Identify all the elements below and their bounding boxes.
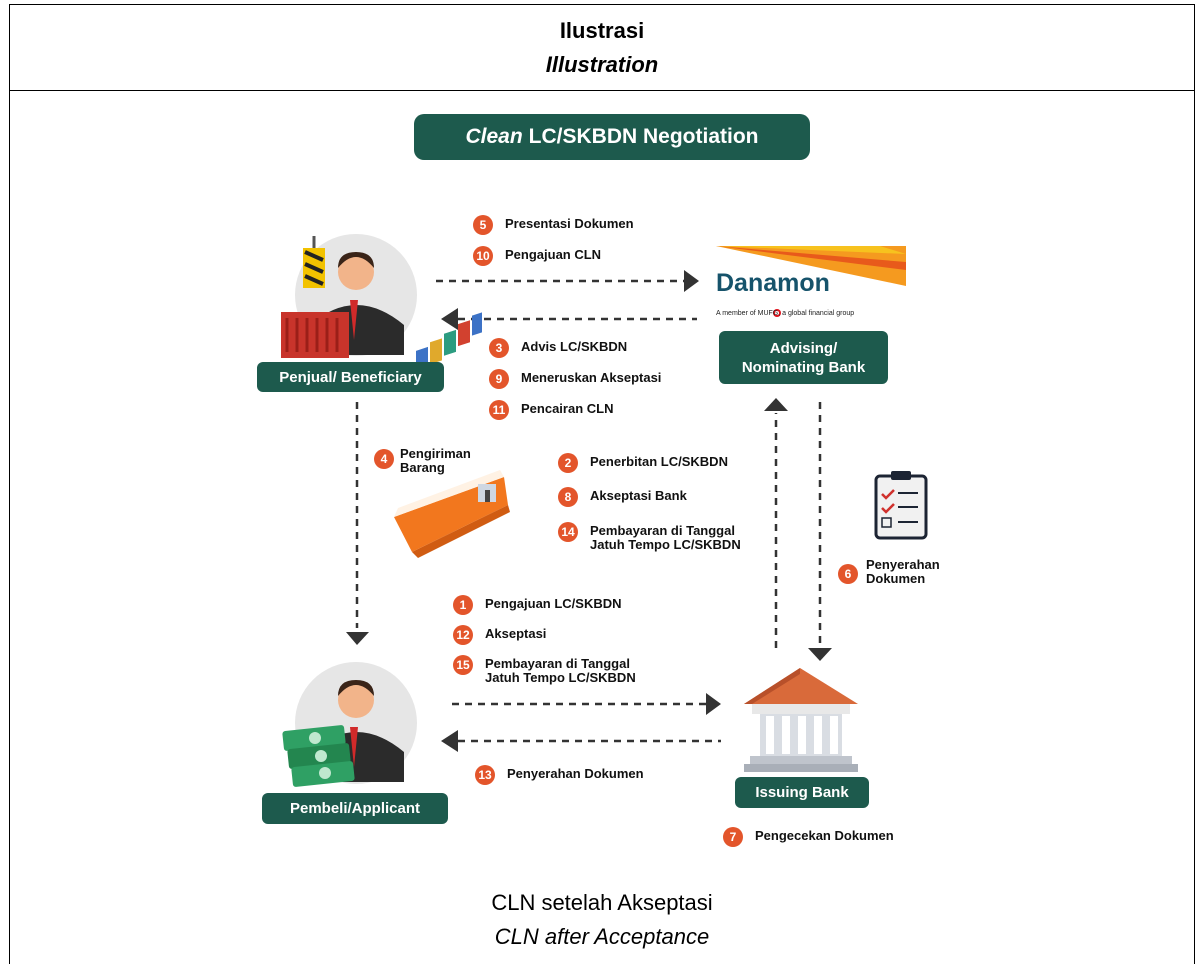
step-13-number: 13	[475, 765, 495, 785]
caption-en: CLN after Acceptance	[494, 924, 710, 949]
diagram-title-text: LC/SKBDN Negotiation	[528, 125, 759, 148]
step-8-number: 8	[558, 487, 578, 507]
step-1-number: 1	[453, 595, 473, 615]
step-8-text: Akseptasi Bank	[590, 488, 687, 503]
step-7-number: 7	[723, 827, 743, 847]
step-12-text: Akseptasi	[485, 626, 547, 641]
danamon-logo-text: Danamon	[716, 269, 830, 297]
step-14-line2: Jatuh Tempo LC/SKBDN	[590, 537, 741, 552]
step-14-number: 14	[558, 522, 578, 542]
node-advising-bank: Advising/ Nominating Bank	[719, 331, 888, 384]
step-4-line2: Barang	[400, 460, 445, 475]
step-13: 13 Penyerahan Dokumen	[475, 765, 644, 785]
step-9-text: Meneruskan Akseptasi	[521, 370, 662, 385]
step-11-text: Pencairan CLN	[521, 401, 614, 416]
buyer-person-icon	[282, 662, 417, 787]
step-5-number: 5	[473, 215, 493, 235]
header-divider	[9, 90, 1195, 91]
step-5-text: Presentasi Dokumen	[505, 216, 634, 231]
step-3: 3 Advis LC/SKBDN	[489, 338, 628, 358]
step-1: 1 Pengajuan LC/SKBDN	[453, 595, 622, 615]
header-title: Ilustrasi	[559, 18, 645, 43]
step-4-line1: Pengiriman	[400, 446, 471, 461]
step-10: 10 Pengajuan CLN	[473, 246, 602, 266]
step-3-number: 3	[489, 338, 509, 358]
step-15-line2: Jatuh Tempo LC/SKBDN	[485, 670, 636, 685]
step-6-line2: Dokumen	[866, 571, 926, 586]
table-frame	[9, 4, 1195, 964]
step-2-number: 2	[558, 453, 578, 473]
step-10-number: 10	[473, 246, 493, 266]
arrowhead-right-bottom	[706, 693, 721, 715]
arrowhead-left-bottom	[441, 730, 458, 752]
step-8: 8 Akseptasi Bank	[558, 487, 687, 507]
step-13-text: Penyerahan Dokumen	[507, 766, 644, 781]
step-15-number: 15	[453, 655, 473, 675]
step-4-number: 4	[374, 449, 394, 469]
arrowhead-left-top	[441, 308, 458, 330]
diagram-title-italic: Clean	[465, 125, 523, 148]
step-9: 9 Meneruskan Akseptasi	[489, 369, 662, 389]
seller-person-icon	[281, 234, 417, 358]
arrowhead-down-right	[808, 648, 832, 661]
step-3-text: Advis LC/SKBDN	[521, 339, 628, 354]
arrowhead-up-middle	[764, 398, 788, 411]
step-9-number: 9	[489, 369, 509, 389]
caption-id: CLN setelah Akseptasi	[491, 890, 713, 915]
node-advising-bank-line1: Advising/	[769, 339, 838, 357]
arrowhead-right-top	[684, 270, 699, 292]
step-12: 12 Akseptasi	[453, 625, 547, 645]
step-1-text: Pengajuan LC/SKBDN	[485, 596, 622, 611]
step-15-line1: Pembayaran di Tanggal	[485, 656, 630, 671]
step-11: 11 Pencairan CLN	[489, 400, 614, 420]
header-title-en: Illustration	[545, 52, 659, 77]
step-12-number: 12	[453, 625, 473, 645]
step-7: 7 Pengecekan Dokumen	[723, 827, 894, 847]
step-14-line1: Pembayaran di Tanggal	[590, 523, 735, 538]
danamon-logo-icon	[716, 246, 906, 317]
node-advising-bank-line2: Nominating Bank	[741, 358, 866, 376]
step-7-text: Pengecekan Dokumen	[755, 828, 894, 843]
step-6-number: 6	[838, 564, 858, 584]
diagram-title: Clean LC/SKBDN Negotiation	[414, 114, 810, 160]
step-11-number: 11	[489, 400, 509, 420]
danamon-tagline: A member of MUFG, a global financial gro…	[716, 310, 855, 317]
cargo-ship-icon	[394, 312, 510, 558]
node-issuing-bank: Issuing Bank	[735, 777, 869, 808]
bank-building-icon	[744, 668, 858, 772]
step-5: 5 Presentasi Dokumen	[473, 215, 634, 235]
step-10-text: Pengajuan CLN	[505, 247, 602, 262]
step-6-line1: Penyerahan	[866, 557, 940, 572]
document-checklist-icon	[874, 471, 928, 540]
arrowhead-down-left	[346, 632, 369, 645]
money-icon	[282, 725, 355, 787]
node-beneficiary: Penjual/ Beneficiary	[257, 362, 444, 392]
step-2-text: Penerbitan LC/SKBDN	[590, 454, 728, 469]
step-2: 2 Penerbitan LC/SKBDN	[558, 453, 728, 473]
node-applicant: Pembeli/Applicant	[262, 793, 448, 824]
